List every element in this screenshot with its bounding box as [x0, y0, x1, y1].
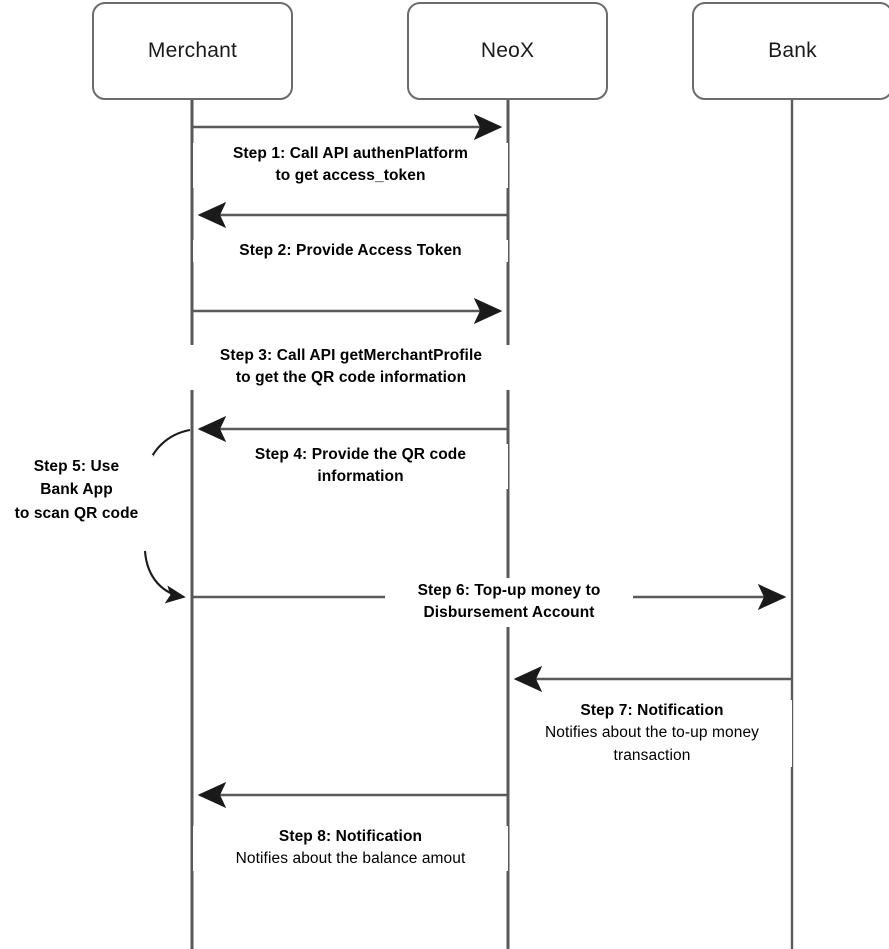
message-arrow-step-5-self-loop	[143, 428, 191, 604]
participant-box-bank[interactable]: Bank	[692, 2, 889, 100]
participant-label-merchant: Merchant	[147, 39, 238, 62]
participant-label-neox: NeoX	[480, 39, 535, 62]
participant-box-merchant[interactable]: Merchant	[92, 2, 293, 100]
participant-box-neox[interactable]: NeoX	[407, 2, 608, 100]
participant-label-bank: Bank	[768, 39, 817, 62]
